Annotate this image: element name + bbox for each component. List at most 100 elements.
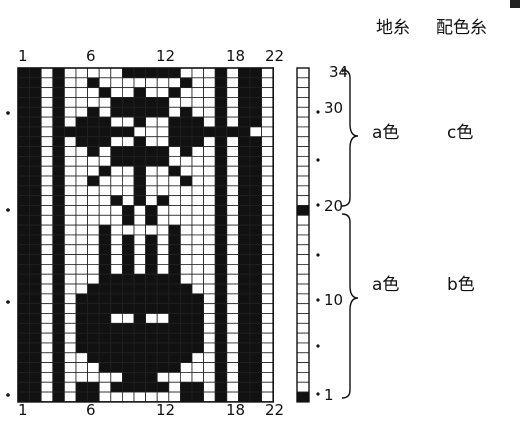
stitch-cell: [41, 147, 53, 157]
stitch-cell: [146, 264, 158, 274]
stitch-cell: [262, 274, 274, 284]
stitch-cell: [227, 382, 239, 392]
stitch-cell: [180, 225, 192, 235]
stitch-cell: [250, 78, 262, 88]
stitch-cell: [30, 323, 42, 333]
stitch-cell: [215, 245, 227, 255]
stitch-cell: [99, 186, 111, 196]
stitch-cell: [157, 314, 169, 324]
stitch-cell: [250, 333, 262, 343]
stitch-cell: [41, 88, 53, 98]
stitch-cell: [204, 225, 216, 235]
stitch-cell: [64, 363, 76, 373]
stitch-cell: [122, 274, 134, 284]
stitch-cell: [64, 392, 76, 402]
stitch-cell: [227, 117, 239, 127]
stitch-cell: [88, 68, 100, 78]
stitch-cell: [227, 137, 239, 147]
brace-lower-section: [342, 214, 358, 398]
stitch-cell: [192, 127, 204, 137]
stitch-cell: [76, 255, 88, 265]
stitch-cell: [169, 107, 181, 117]
stitch-cell: [215, 176, 227, 186]
stitch-cell: [122, 88, 134, 98]
stitch-cell: [204, 284, 216, 294]
stitch-cell: [18, 264, 30, 274]
row-scale-dot: [316, 298, 319, 301]
stitch-cell: [215, 392, 227, 402]
stitch-cell: [250, 117, 262, 127]
stitch-cell: [41, 196, 53, 206]
stitch-cell: [146, 333, 158, 343]
stitch-cell: [134, 284, 146, 294]
stitch-cell: [88, 78, 100, 88]
stitch-cell: [262, 245, 274, 255]
stitch-cell: [41, 215, 53, 225]
stitch-cell: [215, 372, 227, 382]
stitch-cell: [76, 196, 88, 206]
stitch-cell: [157, 176, 169, 186]
stitch-cell: [88, 323, 100, 333]
stitch-cell: [227, 392, 239, 402]
stitch-cell: [111, 304, 123, 314]
stitch-cell: [41, 264, 53, 274]
stitch-cell: [215, 68, 227, 78]
stitch-cell: [18, 235, 30, 245]
stitch-cell: [157, 88, 169, 98]
stitch-cell: [88, 314, 100, 324]
stitch-cell: [238, 88, 250, 98]
stitch-cell: [41, 382, 53, 392]
stitch-cell: [99, 245, 111, 255]
stitch-cell: [250, 264, 262, 274]
stitch-cell: [88, 255, 100, 265]
stitch-cell: [53, 176, 65, 186]
color-strip-cell: [297, 186, 309, 196]
stitch-cell: [157, 264, 169, 274]
stitch-cell: [215, 264, 227, 274]
stitch-cell: [30, 127, 42, 137]
stitch-cell: [157, 274, 169, 284]
stitch-cell: [238, 392, 250, 402]
stitch-cell: [146, 323, 158, 333]
stitch-cell: [204, 137, 216, 147]
stitch-cell: [204, 274, 216, 284]
stitch-cell: [30, 245, 42, 255]
stitch-cell: [99, 343, 111, 353]
stitch-cell: [180, 284, 192, 294]
stitch-cell: [88, 392, 100, 402]
stitch-cell: [64, 196, 76, 206]
stitch-cell: [76, 68, 88, 78]
stitch-cell: [53, 137, 65, 147]
stitch-cell: [53, 372, 65, 382]
stitch-cell: [53, 127, 65, 137]
stitch-cell: [215, 137, 227, 147]
stitch-cell: [204, 264, 216, 274]
left-marker-dot: [6, 208, 10, 212]
stitch-cell: [262, 88, 274, 98]
stitch-cell: [204, 294, 216, 304]
stitch-cell: [76, 117, 88, 127]
stitch-cell: [122, 97, 134, 107]
stitch-cell: [180, 205, 192, 215]
stitch-cell: [262, 117, 274, 127]
stitch-cell: [204, 333, 216, 343]
stitch-cell: [64, 107, 76, 117]
stitch-cell: [238, 107, 250, 117]
color-strip-cell: [297, 294, 309, 304]
stitch-cell: [99, 225, 111, 235]
stitch-cell: [30, 137, 42, 147]
stitch-cell: [238, 147, 250, 157]
stitch-cell: [250, 176, 262, 186]
stitch-cell: [122, 137, 134, 147]
color-strip-cell: [297, 372, 309, 382]
stitch-cell: [88, 176, 100, 186]
stitch-cell: [111, 147, 123, 157]
stitch-cell: [76, 294, 88, 304]
stitch-cell: [215, 225, 227, 235]
stitch-cell: [111, 382, 123, 392]
stitch-cell: [250, 284, 262, 294]
stitch-cell: [76, 235, 88, 245]
stitch-cell: [30, 107, 42, 117]
stitch-cell: [134, 205, 146, 215]
stitch-cell: [122, 107, 134, 117]
